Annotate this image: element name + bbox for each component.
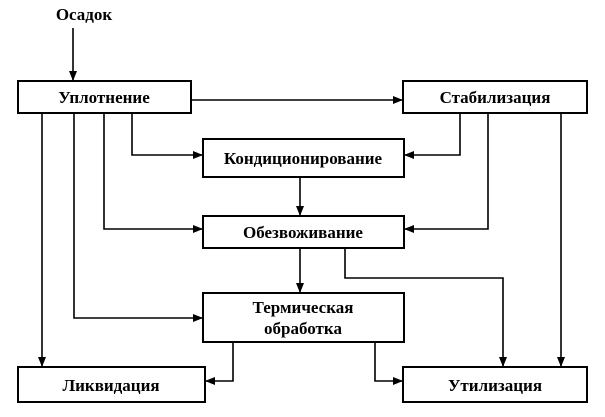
edge-stabilization-to-conditioning bbox=[404, 113, 461, 159]
node-thickening-label: Уплотнение bbox=[58, 88, 150, 107]
node-thermal-label-line1: Термическая bbox=[253, 298, 354, 317]
node-utilization-label: Утилизация bbox=[448, 376, 542, 395]
edge-thickening-to-dewatering bbox=[103, 113, 203, 233]
node-thermal-processing: Термическая обработка bbox=[202, 292, 405, 343]
node-sediment-label: Осадок bbox=[56, 5, 113, 24]
edge-dewatering-to-utilization bbox=[344, 248, 507, 367]
node-liquidation-label: Ликвидация bbox=[62, 376, 159, 395]
edge-thickening-to-thermal bbox=[73, 113, 203, 322]
node-thermal-label-line2: обработка bbox=[264, 319, 342, 338]
edge-stabilization-to-dewatering bbox=[404, 113, 489, 233]
edge-thickening-to-conditioning bbox=[131, 113, 203, 159]
edge-thermal-to-utilization bbox=[374, 342, 403, 385]
node-dewatering: Обезвоживание bbox=[202, 215, 405, 249]
node-conditioning: Кондиционирование bbox=[202, 138, 405, 178]
node-stabilization: Стабилизация bbox=[402, 80, 588, 114]
node-stabilization-label: Стабилизация bbox=[440, 88, 551, 107]
edge-thermal-to-liquidation bbox=[205, 342, 234, 385]
node-liquidation: Ликвидация bbox=[17, 366, 206, 403]
node-dewatering-label: Обезвоживание bbox=[243, 223, 363, 242]
edges bbox=[38, 28, 565, 385]
node-thickening: Уплотнение bbox=[17, 80, 192, 114]
node-conditioning-label: Кондиционирование bbox=[224, 149, 383, 168]
node-utilization: Утилизация bbox=[402, 366, 588, 403]
